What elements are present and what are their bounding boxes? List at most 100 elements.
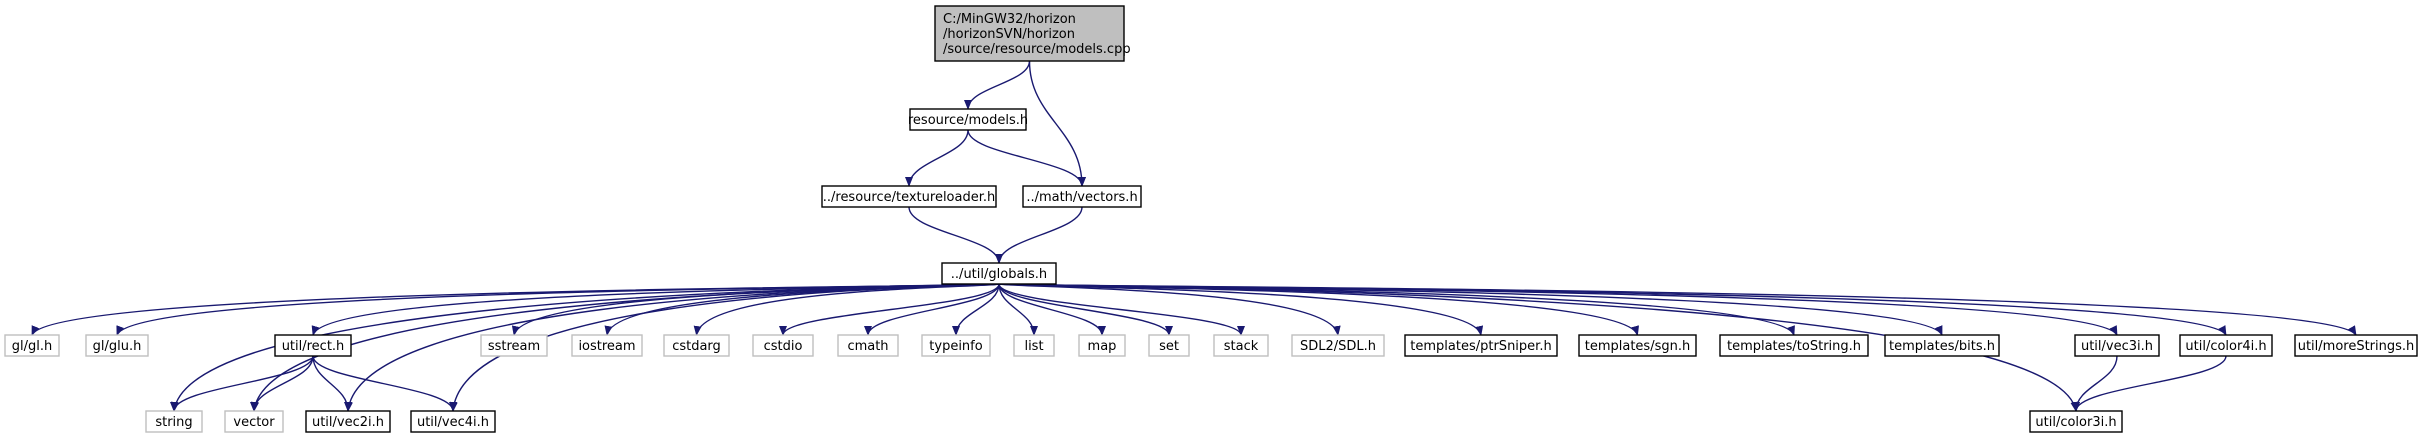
node-cmath: cmath — [837, 334, 899, 357]
node-vector: vector — [224, 410, 284, 433]
node-box-color3i_h — [2029, 410, 2123, 433]
node-label-cstdio-0: cstdio — [764, 339, 803, 354]
node-color4i_h[interactable]: util/color4i.h — [2179, 334, 2273, 357]
node-label-morestrings_h-0: util/moreStrings.h — [2298, 339, 2415, 354]
node-box-stack — [1213, 334, 1269, 357]
node-label-list-0: list — [1024, 339, 1043, 354]
node-box-cstdarg — [663, 334, 730, 357]
node-cstdio: cstdio — [752, 334, 814, 357]
node-list: list — [1013, 334, 1055, 357]
edge-globals_h-to-list — [998, 283, 1038, 336]
edge-models_h-to-vectors_h — [967, 129, 1086, 187]
edge-globals_h-to-color3i_h — [998, 283, 2079, 412]
node-iostream: iostream — [571, 334, 643, 357]
node-box-typeinfo — [921, 334, 991, 357]
node-label-stack-0: stack — [1224, 339, 1259, 354]
node-color3i_h[interactable]: util/color3i.h — [2029, 410, 2123, 433]
edge-rect_h-to-string — [170, 355, 314, 412]
node-label-sgn_h-0: templates/sgn.h — [1585, 339, 1690, 354]
edge-globals_h-to-gl_gl_h — [31, 283, 1000, 336]
node-box-gl_glu_h — [85, 334, 149, 357]
edges-layer — [31, 60, 2357, 412]
node-label-models_cpp-0: C:/MinGW32/horizon — [943, 12, 1076, 27]
nodes-layer: C:/MinGW32/horizon/horizonSVN/horizon/so… — [4, 5, 2418, 433]
node-box-gl_gl_h — [4, 334, 60, 357]
node-label-bits_h-0: templates/bits.h — [1889, 339, 1995, 354]
node-box-bits_h — [1884, 334, 2000, 357]
node-box-globals_h — [941, 262, 1057, 285]
edge-models_cpp-to-models_h — [964, 60, 1031, 110]
node-vec3i_h[interactable]: util/vec3i.h — [2074, 334, 2160, 357]
node-label-vec3i_h-0: util/vec3i.h — [2081, 339, 2153, 354]
node-gl_gl_h: gl/gl.h — [4, 334, 60, 357]
node-box-cmath — [837, 334, 899, 357]
node-box-sgn_h — [1578, 334, 1697, 357]
node-bits_h[interactable]: templates/bits.h — [1884, 334, 2000, 357]
edge-globals_h-to-cstdio — [779, 283, 1000, 336]
node-label-globals_h-0: ../util/globals.h — [951, 267, 1047, 282]
node-box-vec4i_h — [410, 410, 496, 433]
node-label-set-0: set — [1159, 339, 1179, 354]
node-box-iostream — [571, 334, 643, 357]
node-label-models_cpp-1: /horizonSVN/horizon — [943, 27, 1075, 42]
node-label-iostream-0: iostream — [578, 339, 635, 354]
node-label-textureloader_h-0: ../resource/textureloader.h — [823, 190, 996, 205]
edge-rect_h-to-vec4i_h — [312, 355, 457, 412]
node-vec4i_h[interactable]: util/vec4i.h — [410, 410, 496, 433]
node-vec2i_h[interactable]: util/vec2i.h — [305, 410, 391, 433]
node-label-rect_h-0: util/rect.h — [282, 339, 345, 354]
node-box-set — [1148, 334, 1190, 357]
node-label-models_cpp-2: /source/resource/models.cpp — [943, 42, 1131, 57]
node-box-list — [1013, 334, 1055, 357]
node-label-typeinfo-0: typeinfo — [929, 339, 982, 354]
node-sdl_h: SDL2/SDL.h — [1291, 334, 1385, 357]
node-label-vec4i_h-0: util/vec4i.h — [417, 415, 489, 430]
node-rect_h[interactable]: util/rect.h — [274, 334, 352, 357]
edge-vectors_h-to-globals_h — [995, 206, 1083, 264]
node-label-sdl_h-0: SDL2/SDL.h — [1300, 339, 1376, 354]
edge-globals_h-to-map — [998, 283, 1106, 336]
node-morestrings_h[interactable]: util/moreStrings.h — [2294, 334, 2418, 357]
node-box-string — [145, 410, 203, 433]
node-box-vec2i_h — [305, 410, 391, 433]
node-label-vectors_h-0: ../math/vectors.h — [1026, 190, 1137, 205]
edge-rect_h-to-vector — [250, 355, 314, 412]
node-typeinfo: typeinfo — [921, 334, 991, 357]
node-models_cpp[interactable]: C:/MinGW32/horizon/horizonSVN/horizon/so… — [934, 5, 1131, 62]
edge-models_h-to-textureloader_h — [905, 129, 969, 187]
node-stack: stack — [1213, 334, 1269, 357]
edge-globals_h-to-vec4i_h — [449, 283, 1000, 412]
node-vectors_h[interactable]: ../math/vectors.h — [1022, 185, 1142, 208]
node-set: set — [1148, 334, 1190, 357]
node-tostring_h[interactable]: templates/toString.h — [1719, 334, 1869, 357]
node-box-tostring_h — [1719, 334, 1869, 357]
node-label-string-0: string — [155, 415, 192, 430]
node-label-color4i_h-0: util/color4i.h — [2185, 339, 2266, 354]
node-box-sdl_h — [1291, 334, 1385, 357]
edge-globals_h-to-typeinfo — [952, 283, 1000, 336]
node-sgn_h[interactable]: templates/sgn.h — [1578, 334, 1697, 357]
edge-globals_h-to-cmath — [864, 283, 1000, 336]
node-models_h[interactable]: resource/models.h — [908, 108, 1028, 131]
node-label-sstream-0: sstream — [488, 339, 540, 354]
node-box-models_h — [909, 108, 1027, 131]
node-map: map — [1078, 334, 1126, 357]
node-label-ptrsniper_h-0: templates/ptrSniper.h — [1410, 339, 1551, 354]
node-label-map-0: map — [1088, 339, 1117, 354]
edge-globals_h-to-stack — [998, 283, 1245, 336]
node-label-gl_glu_h-0: gl/glu.h — [93, 339, 142, 354]
node-string: string — [145, 410, 203, 433]
edge-globals_h-to-set — [998, 283, 1173, 336]
node-box-vec3i_h — [2074, 334, 2160, 357]
node-textureloader_h[interactable]: ../resource/textureloader.h — [821, 185, 997, 208]
edge-rect_h-to-vec2i_h — [312, 355, 352, 412]
node-box-models_cpp — [934, 5, 1125, 62]
node-label-vector-0: vector — [233, 415, 275, 430]
node-label-cstdarg-0: cstdarg — [672, 339, 721, 354]
node-label-color3i_h-0: util/color3i.h — [2035, 415, 2116, 430]
node-label-models_h-0: resource/models.h — [908, 113, 1028, 128]
node-globals_h[interactable]: ../util/globals.h — [941, 262, 1057, 285]
edge-color4i_h-to-color3i_h — [2072, 355, 2227, 412]
node-ptrsniper_h[interactable]: templates/ptrSniper.h — [1404, 334, 1558, 357]
